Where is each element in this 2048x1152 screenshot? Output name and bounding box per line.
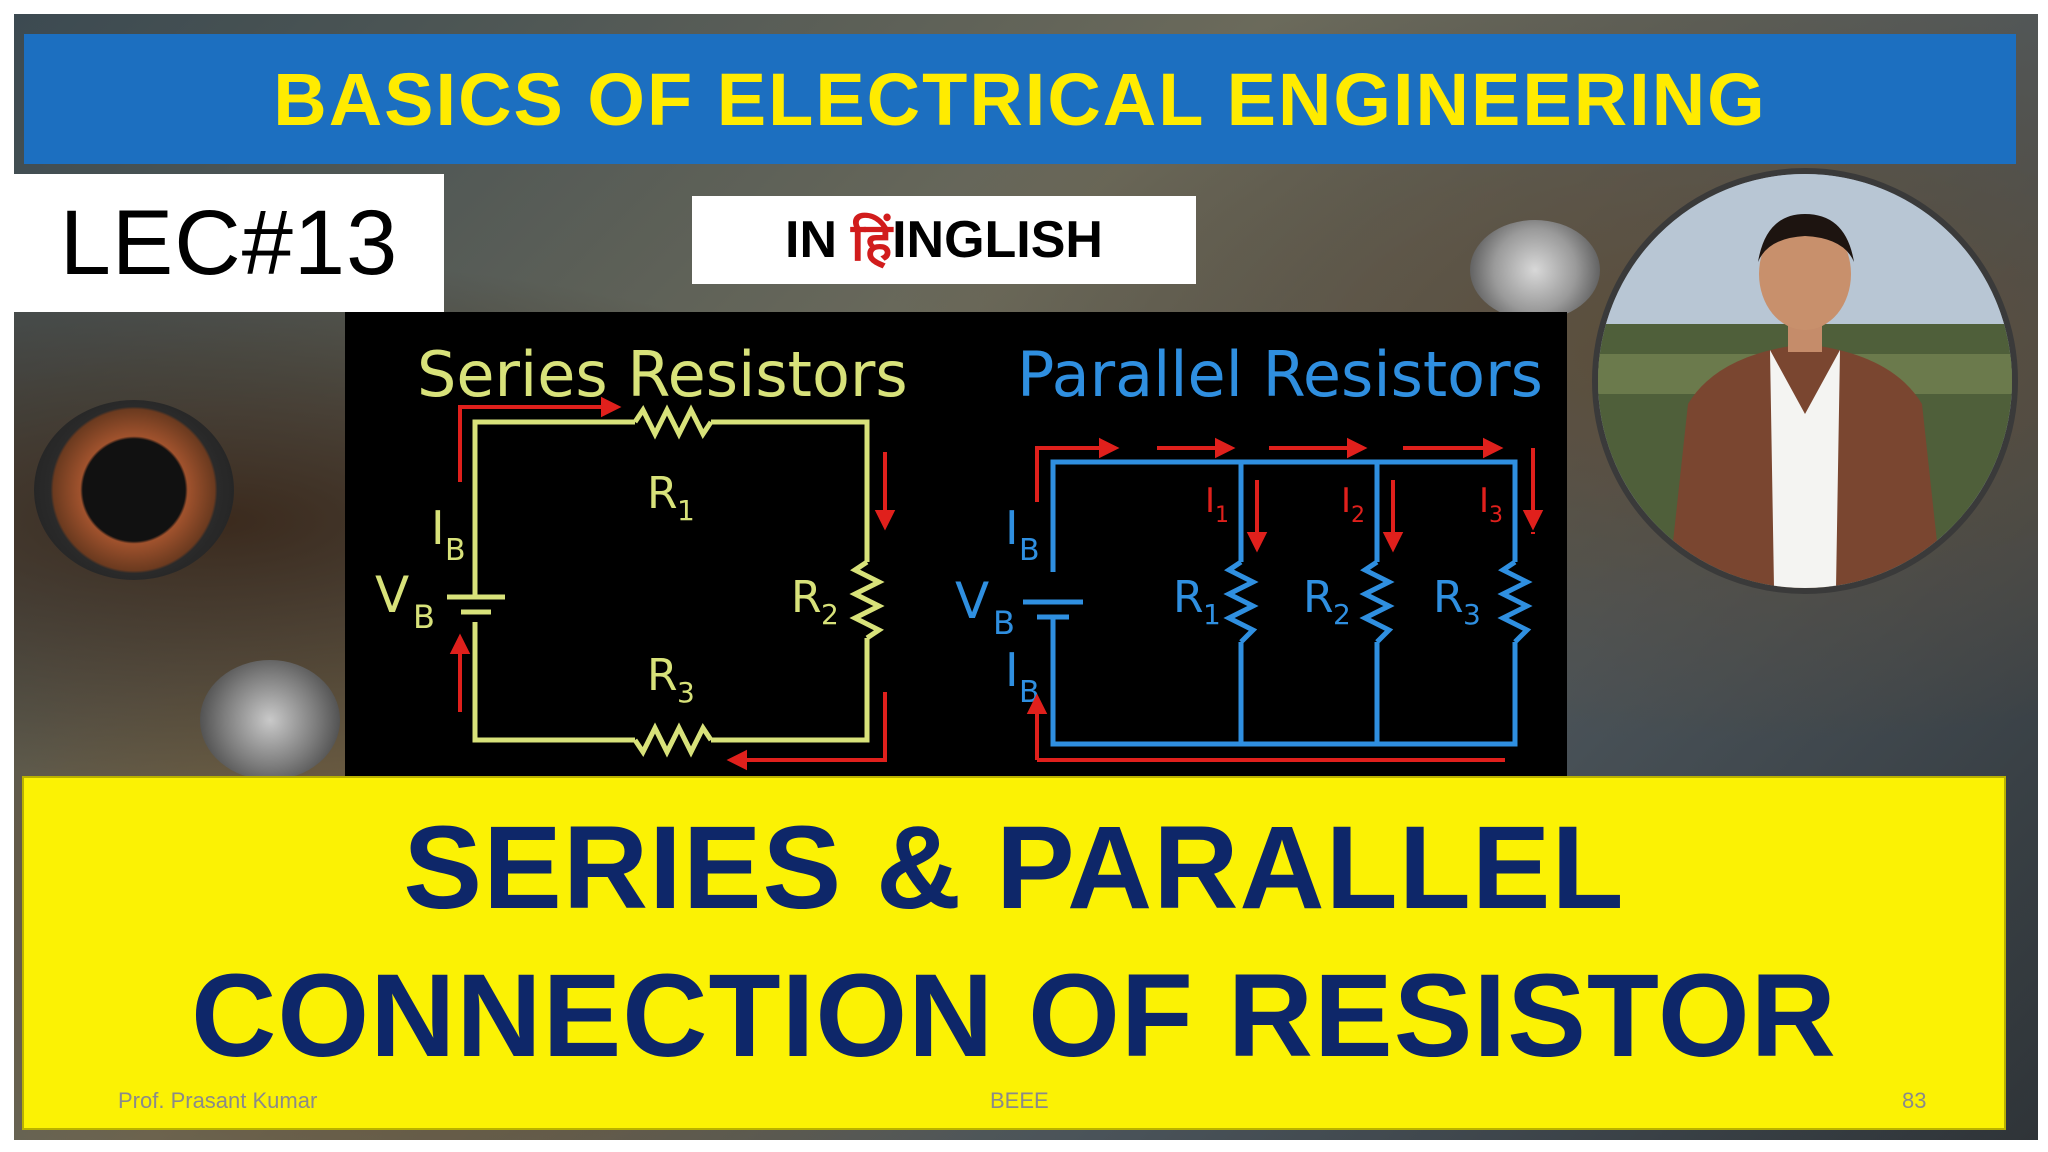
language-suffix: INGLISH <box>892 211 1103 269</box>
language-hindi-part: हिं <box>851 213 893 272</box>
series-vb-label: V <box>375 566 409 624</box>
parallel-vb-sub: B <box>993 604 1015 642</box>
series-title: Series Resistors <box>417 338 908 411</box>
parallel-r1-label: R <box>1173 572 1204 623</box>
series-r3-sub: 3 <box>677 676 695 709</box>
main-title-line-1: SERIES & PARALLEL <box>403 802 1625 934</box>
parallel-r1-sub: 1 <box>1203 598 1221 631</box>
series-r3-label: R <box>647 650 678 701</box>
series-r2-label: R <box>791 572 822 623</box>
parallel-labels: I B V B I B R 1 R 2 R 3 <box>955 501 1481 710</box>
parallel-i2-label: I <box>1341 481 1351 521</box>
parallel-r3-label: R <box>1433 572 1464 623</box>
parallel-i1-label: I <box>1205 481 1215 521</box>
language-badge: IN हिं INGLISH <box>692 196 1196 284</box>
circuit-diagram-panel: Series Resistors I B V <box>345 312 1567 782</box>
parallel-i1-sub: 1 <box>1215 503 1229 528</box>
parallel-r2-label: R <box>1303 572 1334 623</box>
circuit-diagram: Series Resistors I B V <box>375 338 1544 771</box>
footer-page-number: 83 <box>1902 1088 1927 1113</box>
parallel-vb-label: V <box>955 572 989 630</box>
footer-author: Prof. Prasant Kumar <box>118 1088 318 1113</box>
series-r2-sub: 2 <box>821 598 839 631</box>
series-ib-label: I <box>431 501 445 555</box>
capacitor-image <box>1470 220 1600 320</box>
title-banner: BASICS OF ELECTRICAL ENGINEERING <box>24 34 2016 164</box>
lecture-number: LEC#13 <box>59 191 399 294</box>
series-r1-label: R <box>647 468 678 519</box>
series-ib-sub: B <box>445 533 466 568</box>
parallel-r2-sub: 2 <box>1333 598 1351 631</box>
parallel-ib-top-sub: B <box>1019 533 1040 568</box>
presenter-illustration <box>1598 174 2012 588</box>
series-vb-sub: B <box>413 598 435 636</box>
parallel-i3-label: I <box>1479 481 1489 521</box>
parallel-title: Parallel Resistors <box>1017 338 1543 411</box>
parallel-i2-sub: 2 <box>1351 503 1365 528</box>
footer-course: BEEE <box>990 1088 1049 1113</box>
lecture-label-box: LEC#13 <box>14 174 444 312</box>
parallel-i3-sub: 3 <box>1489 503 1503 528</box>
series-r1-sub: 1 <box>677 494 695 527</box>
parallel-ib-top-label: I <box>1005 501 1019 555</box>
series-current-arrows <box>449 396 896 771</box>
main-title-box: SERIES & PARALLEL CONNECTION OF RESISTOR <box>22 776 2006 1130</box>
series-circuit-wires <box>447 404 885 758</box>
parallel-circuit-wires <box>1023 459 1533 747</box>
presenter-photo <box>1592 168 2018 594</box>
main-title-line-2: CONNECTION OF RESISTOR <box>191 950 1837 1082</box>
language-prefix: IN <box>785 211 837 269</box>
parallel-current-arrows <box>1026 437 1544 762</box>
parallel-ib-bottom-label: I <box>1005 643 1019 697</box>
page-title: BASICS OF ELECTRICAL ENGINEERING <box>273 57 1767 141</box>
inductor-coil-image <box>34 400 234 580</box>
parallel-r3-sub: 3 <box>1463 598 1481 631</box>
parallel-current-labels: I 1 I 2 I 3 <box>1205 481 1503 528</box>
capacitor-image-2 <box>200 660 340 780</box>
series-labels: I B V B R 1 R 2 R 3 <box>375 468 839 709</box>
